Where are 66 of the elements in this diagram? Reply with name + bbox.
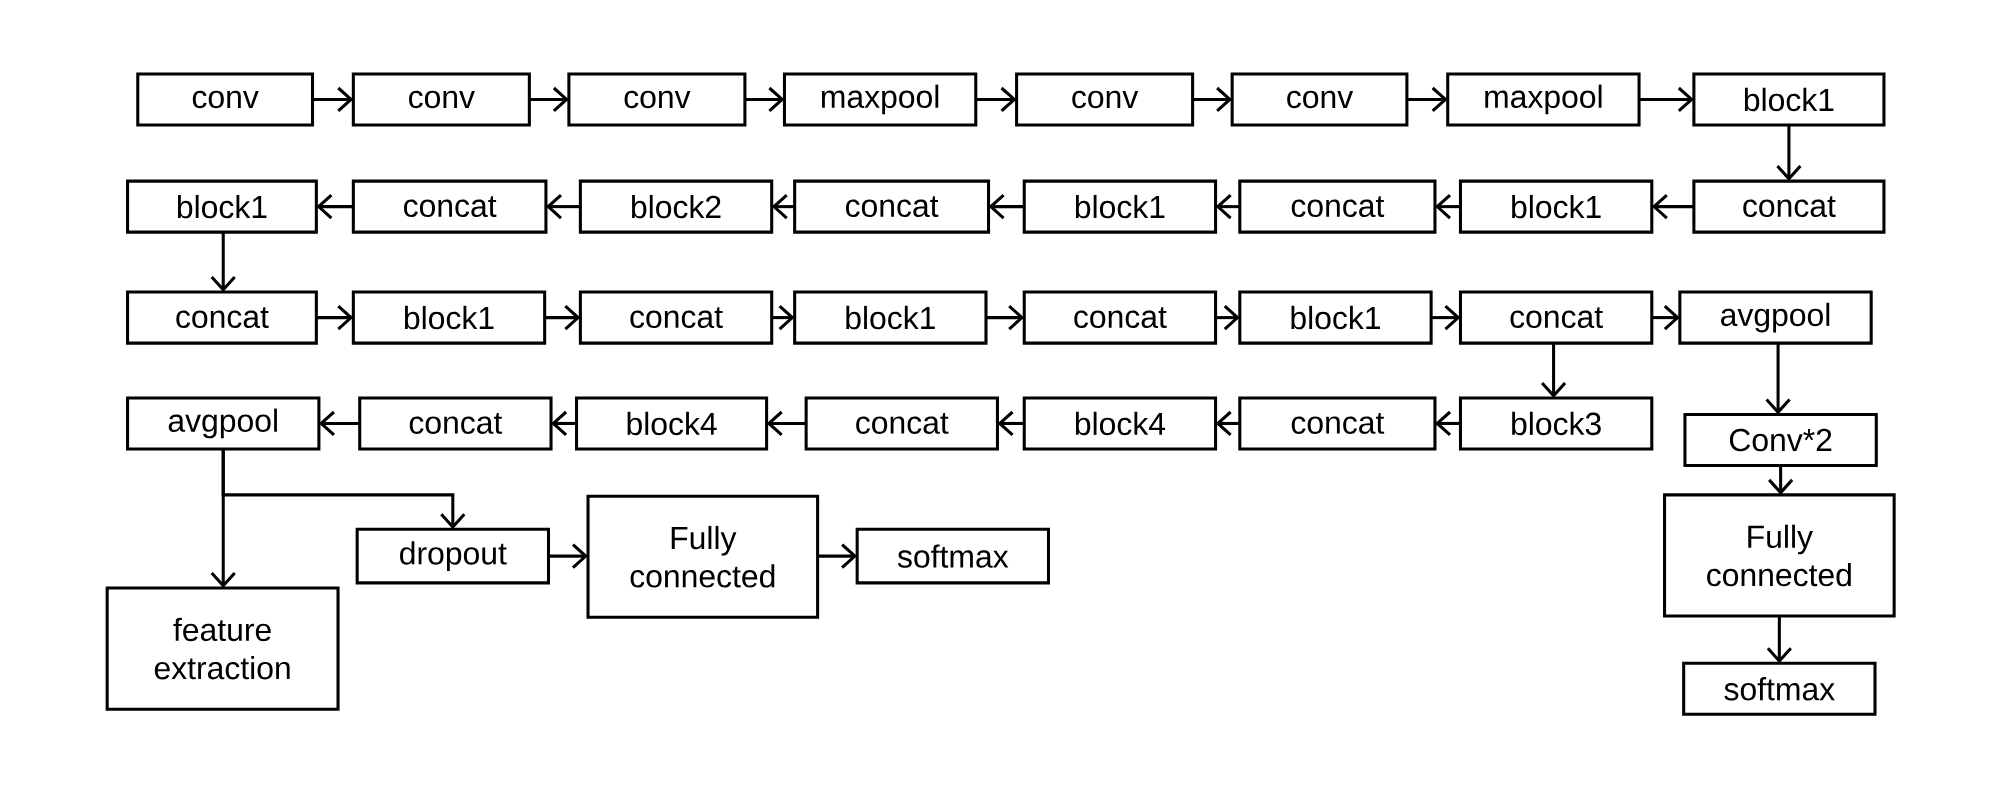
process-box: block1	[1692, 72, 1886, 127]
process-box: concat	[126, 290, 318, 345]
process-box: concat	[358, 396, 553, 451]
process-box: block2	[578, 179, 774, 234]
process-box: avgpool	[1678, 290, 1873, 345]
arrow	[1651, 193, 1694, 220]
arrow	[744, 86, 785, 112]
arrow	[817, 543, 858, 569]
process-box: concat	[1238, 179, 1437, 234]
arrow	[312, 86, 354, 112]
arrow	[1192, 86, 1233, 112]
arrow	[316, 304, 354, 331]
arrow	[316, 193, 354, 220]
process-box: block1	[1022, 179, 1218, 234]
process-box: block4	[1022, 396, 1218, 451]
process-box: block1	[1238, 290, 1433, 345]
arrow	[997, 410, 1025, 436]
process-box: concat	[1022, 290, 1218, 345]
process-box: concat	[1458, 290, 1654, 345]
process-box: conv	[1015, 72, 1195, 127]
process-box: conv	[351, 72, 531, 127]
process-box: block1	[793, 290, 988, 345]
process-box: dropout	[355, 527, 550, 585]
arrow	[1651, 304, 1680, 331]
arrow	[975, 86, 1017, 112]
arrow	[1406, 86, 1448, 112]
process-box: concat	[1238, 396, 1437, 451]
arrow	[1431, 304, 1461, 331]
process-box: block1	[1458, 179, 1654, 234]
process-box: feature extraction	[105, 586, 340, 711]
arrow	[1776, 124, 1802, 181]
process-box: conv	[136, 72, 315, 127]
process-box: concat	[1692, 179, 1886, 234]
process-box: block1	[351, 290, 547, 345]
process-box: Fully connected	[586, 494, 820, 619]
arrow	[986, 304, 1025, 331]
arrow	[1765, 342, 1791, 415]
arrow	[1766, 615, 1792, 664]
process-box: concat	[804, 396, 999, 451]
process-box: block1	[126, 179, 318, 234]
process-box: maxpool	[1446, 72, 1641, 127]
process-box: avgpool	[126, 396, 321, 451]
arrow	[766, 410, 807, 436]
process-box: Conv*2	[1683, 412, 1878, 467]
arrow	[529, 86, 569, 112]
process-box: softmax	[1682, 661, 1877, 716]
process-box: concat	[351, 179, 548, 234]
process-box: concat	[578, 290, 774, 345]
arrow	[1540, 342, 1567, 398]
arrow	[1639, 86, 1694, 112]
arrow	[210, 448, 236, 588]
arrow	[548, 543, 589, 569]
process-box: conv	[567, 72, 747, 127]
process-box: maxpool	[782, 72, 978, 127]
process-box: Fully connected	[1663, 493, 1896, 618]
arrow	[988, 193, 1025, 220]
process-box: softmax	[855, 527, 1050, 585]
process-box: block4	[575, 396, 769, 451]
process-box: concat	[793, 179, 991, 234]
arrow	[544, 304, 581, 331]
arrow	[545, 193, 581, 220]
arrow	[318, 410, 360, 436]
arrow	[1768, 465, 1794, 495]
arrow	[210, 231, 236, 292]
process-box: block3	[1458, 396, 1654, 451]
process-box: conv	[1230, 72, 1409, 127]
